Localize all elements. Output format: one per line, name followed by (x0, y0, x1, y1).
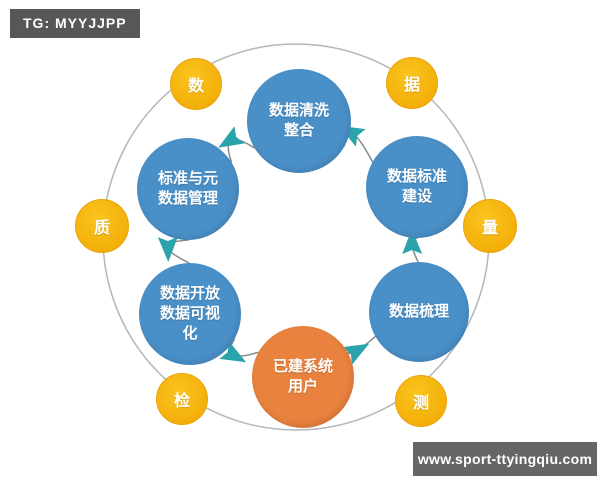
ring-badge-liang: 量 (463, 199, 517, 253)
tg-tag-label: TG: MYYJJPP (10, 9, 140, 38)
process-node-data-sorting: 数据梳理 (369, 262, 469, 362)
process-node-data-cleaning: 数据清洗 整合 (247, 69, 351, 173)
ring-badge-shu: 数 (170, 58, 222, 110)
ring-badge-zhi: 质 (75, 199, 129, 253)
ring-badge-jian: 检 (156, 373, 208, 425)
arrow-to-open-icon (157, 236, 178, 262)
process-node-data-open-visualization: 数据开放 数据可视 化 (139, 263, 241, 365)
process-node-existing-system-users: 已建系统 用户 (252, 326, 354, 428)
website-watermark: www.sport-ttyingqiu.com (413, 442, 597, 476)
ring-badge-ce: 测 (395, 375, 447, 427)
arrow-to-users-icon (219, 341, 247, 363)
arrow-to-metadata-icon (218, 126, 245, 148)
arrow-to-standard-icon (402, 229, 423, 255)
process-node-metadata-management: 标准与元 数据管理 (137, 138, 239, 240)
process-node-data-standard: 数据标准 建设 (366, 136, 468, 238)
arrow-to-sorting-icon (342, 343, 370, 365)
flow-arrows (157, 125, 423, 365)
ring-badge-ju: 据 (386, 57, 438, 109)
